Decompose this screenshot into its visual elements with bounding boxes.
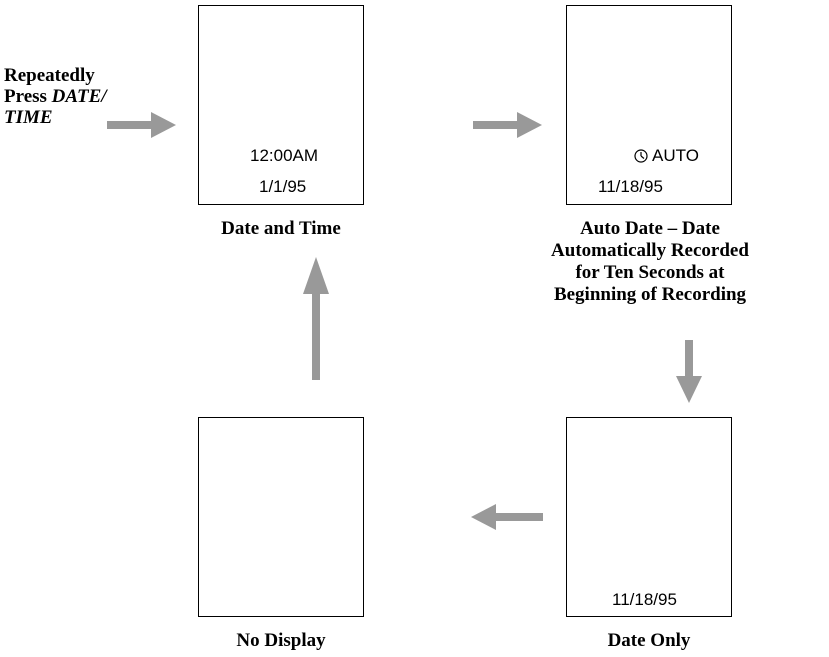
instruction-line-2: Press DATE/ xyxy=(4,86,107,107)
auto-date-display: 11/18/95 xyxy=(598,177,663,196)
auto-mode-indicator: AUTO xyxy=(634,146,699,166)
screen-date-and-time: 12:00AM 1/1/95 xyxy=(198,5,364,205)
clock-icon xyxy=(634,149,648,163)
caption-no-display: No Display xyxy=(236,630,326,651)
screen-date-only: 11/18/95 xyxy=(566,417,732,617)
instruction-line-1: Repeatedly xyxy=(4,65,95,86)
caption-auto-date-line-1: Auto Date – Date xyxy=(580,218,720,239)
date-only-display: 11/18/95 xyxy=(612,590,677,609)
button-name-part1: DATE/ xyxy=(51,86,107,107)
arrow-right-icon xyxy=(473,112,542,138)
arrow-left-icon xyxy=(471,504,543,530)
arrow-down-icon xyxy=(676,340,702,403)
date-display: 1/1/95 xyxy=(259,177,307,196)
instruction-line-3: TIME xyxy=(4,107,107,128)
instruction-label: Repeatedly Press DATE/ TIME xyxy=(4,65,107,128)
time-display: 12:00AM xyxy=(250,146,319,165)
caption-date-only: Date Only xyxy=(607,630,691,651)
caption-auto-date-line-4: Beginning of Recording xyxy=(553,284,747,305)
caption-date-and-time: Date and Time xyxy=(221,218,341,239)
caption-auto-date: Auto Date – Date Automatically Recorded … xyxy=(519,218,781,306)
caption-auto-date-line-3: for Ten Seconds at xyxy=(575,262,725,283)
arrow-up-icon xyxy=(303,257,329,380)
auto-mode-label: AUTO xyxy=(652,146,699,165)
arrow-right-icon xyxy=(107,112,176,138)
screen-auto-date: AUTO 11/18/95 xyxy=(566,5,732,205)
screen-no-display xyxy=(198,417,364,617)
button-name-part2: TIME xyxy=(4,107,53,128)
caption-auto-date-line-2: Automatically Recorded xyxy=(551,240,749,261)
instruction-press-word: Press xyxy=(4,86,52,107)
